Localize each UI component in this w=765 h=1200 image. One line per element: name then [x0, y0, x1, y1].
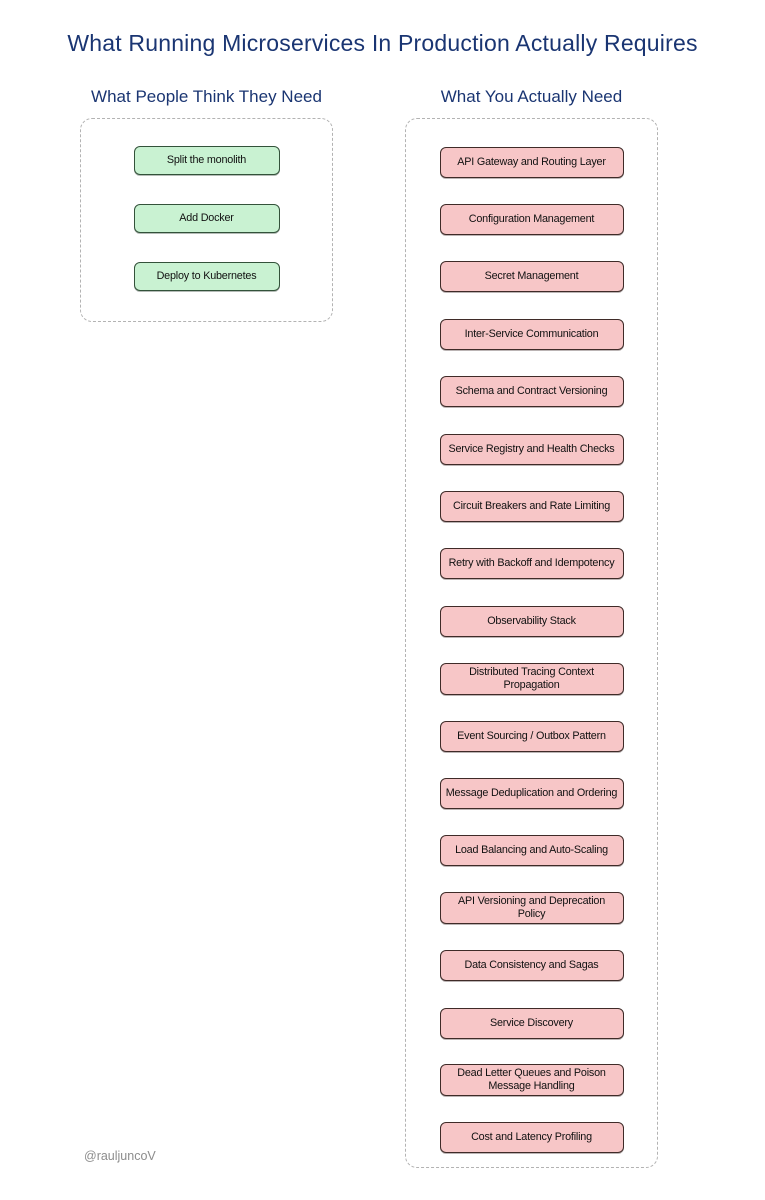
need-item-label: API Versioning and Deprecation Policy [457, 895, 606, 921]
need-item-box: Observability Stack [439, 605, 624, 637]
think-item-label: Add Docker [179, 211, 234, 224]
think-item-label: Split the monolith [166, 153, 247, 166]
need-item-label: Message Deduplication and Ordering [445, 786, 618, 799]
think-item-box: Deploy to Kubernetes [133, 261, 280, 291]
left-column-heading: What People Think They Need [91, 87, 322, 106]
think-item-box: Add Docker [133, 203, 280, 233]
need-item-slot: Load Balancing and Auto-Scaling [406, 822, 657, 879]
need-item-slot: Dead Letter Queues and Poison Message Ha… [406, 1052, 657, 1109]
need-item-slot: Circuit Breakers and Rate Limiting [406, 478, 657, 535]
need-item-slot: Message Deduplication and Ordering [406, 765, 657, 822]
need-item-box: Message Deduplication and Ordering [439, 777, 624, 809]
think-item-slot: Deploy to Kubernetes [81, 247, 332, 305]
need-item-label: Distributed Tracing Context Propagation [469, 665, 594, 691]
need-item-slot: Event Sourcing / Outbox Pattern [406, 707, 657, 764]
need-item-label: Schema and Contract Versioning [455, 385, 608, 398]
need-item-box: Configuration Management [439, 204, 624, 236]
need-item-slot: Inter-Service Communication [406, 306, 657, 363]
need-item-box: Schema and Contract Versioning [439, 376, 624, 408]
need-item-slot: Distributed Tracing Context Propagation [406, 650, 657, 707]
need-item-slot: Service Discovery [406, 994, 657, 1051]
need-item-label: Service Discovery [490, 1016, 573, 1029]
need-item-box: Load Balancing and Auto-Scaling [439, 835, 624, 867]
need-item-box: API Gateway and Routing Layer [439, 146, 624, 178]
need-item-box: Data Consistency and Sagas [439, 950, 624, 982]
think-they-need-panel: Split the monolith Add Docker Deploy to … [80, 118, 333, 322]
need-item-label: Load Balancing and Auto-Scaling [455, 844, 608, 857]
need-item-slot: Service Registry and Health Checks [406, 420, 657, 477]
need-item-slot: Observability Stack [406, 593, 657, 650]
need-item-box: Inter-Service Communication [439, 318, 624, 350]
need-item-label: Observability Stack [487, 614, 576, 627]
need-item-slot: Retry with Backoff and Idempotency [406, 535, 657, 592]
need-item-label: Dead Letter Queues and Poison Message Ha… [457, 1067, 606, 1093]
need-item-label: Service Registry and Health Checks [448, 442, 615, 455]
need-item-slot: Secret Management [406, 248, 657, 305]
need-item-box: Distributed Tracing Context Propagation [439, 662, 624, 695]
think-item-slot: Split the monolith [81, 131, 332, 189]
need-item-slot: API Versioning and Deprecation Policy [406, 880, 657, 937]
need-item-slot: Cost and Latency Profiling [406, 1109, 657, 1166]
need-item-label: Configuration Management [468, 213, 595, 226]
need-item-label: Cost and Latency Profiling [471, 1131, 592, 1144]
need-item-label: Circuit Breakers and Rate Limiting [452, 500, 611, 513]
need-item-slot: API Gateway and Routing Layer [406, 134, 657, 191]
need-item-box: Circuit Breakers and Rate Limiting [439, 491, 624, 523]
page-title: What Running Microservices In Production… [67, 30, 698, 56]
think-item-label: Deploy to Kubernetes [156, 269, 257, 282]
need-item-slot: Schema and Contract Versioning [406, 363, 657, 420]
think-item-box: Split the monolith [133, 145, 280, 175]
need-item-box: Event Sourcing / Outbox Pattern [439, 720, 624, 752]
need-item-box: Cost and Latency Profiling [439, 1122, 624, 1154]
need-item-label: Retry with Backoff and Idempotency [448, 557, 615, 570]
need-item-box: Retry with Backoff and Idempotency [439, 548, 624, 580]
need-item-slot: Configuration Management [406, 191, 657, 248]
need-item-label: Data Consistency and Sagas [464, 959, 599, 972]
think-item-slot: Add Docker [81, 189, 332, 247]
need-item-label: API Gateway and Routing Layer [457, 155, 606, 168]
need-item-box: Secret Management [439, 261, 624, 293]
need-item-slot: Data Consistency and Sagas [406, 937, 657, 994]
need-item-label: Secret Management [484, 270, 579, 283]
actually-need-panel: API Gateway and Routing Layer Configurat… [405, 118, 658, 1168]
need-item-box: Service Discovery [439, 1007, 624, 1039]
need-item-box: Dead Letter Queues and Poison Message Ha… [439, 1064, 624, 1097]
need-item-box: Service Registry and Health Checks [439, 433, 624, 465]
need-item-label: Inter-Service Communication [464, 327, 599, 340]
need-item-label: Event Sourcing / Outbox Pattern [457, 729, 606, 742]
right-column-heading: What You Actually Need [440, 87, 623, 106]
author-watermark: @rauljuncoV [84, 1149, 156, 1163]
need-item-box: API Versioning and Deprecation Policy [439, 892, 624, 925]
